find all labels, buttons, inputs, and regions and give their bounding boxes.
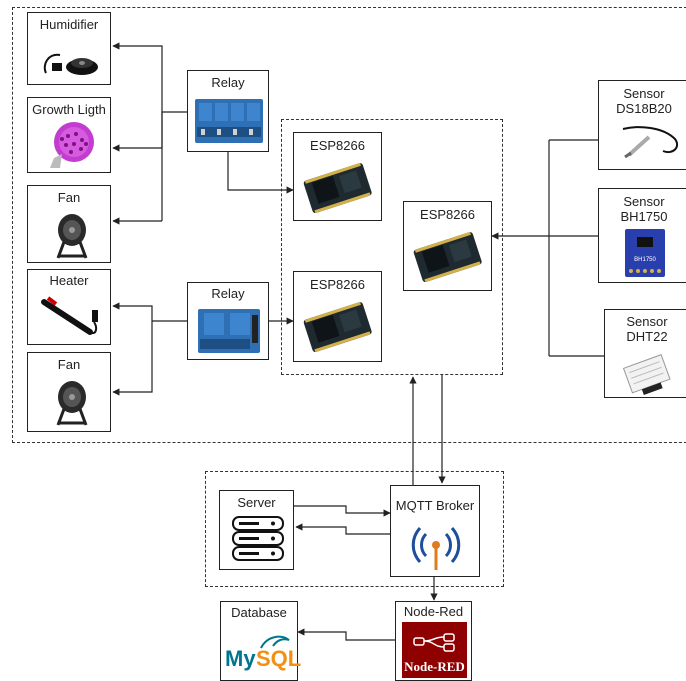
mysql-sql: SQL [256,646,302,671]
growth-light-label: Growth Ligth [32,102,106,117]
fan-bottom-box: Fan [27,352,111,432]
sensor-dht22-title: Sensor [626,314,668,329]
relay-bottom-label: Relay [211,286,245,301]
esp8266-board-icon [303,301,372,353]
growth-light-box: Growth Ligth [27,97,111,173]
arrow-nodered-to-database [297,628,395,641]
sensor-ds18b20-model: DS18B20 [616,101,672,116]
mysql-logo: My SQL [225,632,301,672]
mqtt-broker-label: MQTT Broker [395,498,475,513]
server-label: Server [237,495,276,510]
fan-icon [56,381,88,426]
esp-cluster-group [281,119,503,375]
dolphin-icon [260,635,290,649]
mqtt-broker-box: MQTT Broker [390,485,480,577]
mqtt-broadcast-icon [411,526,461,570]
server-icon [232,516,284,561]
nodered-logo: Node-RED [402,622,467,678]
light-sensor-board-icon: BH1750 [625,229,665,277]
backend-group [205,471,504,587]
relay-module-4ch-icon [195,99,263,143]
relay-top-bus [161,111,187,221]
relay-module-2ch-icon [198,309,260,353]
nodered-flow-icon [413,633,455,652]
esp8266-top-box: ESP8266 [293,132,382,221]
humidifier-box: Humidifier [27,12,111,85]
database-label: Database [231,605,287,620]
grow-light-icon [50,122,94,168]
nodered-logo-text: Node-RED [404,659,465,674]
mysql-my: My [225,646,256,671]
esp8266-right-box: ESP8266 [403,201,492,291]
sensor-ds18b20-title: Sensor [623,86,665,101]
esp8266-bottom-label: ESP8266 [310,277,365,292]
esp8266-board-icon [413,231,482,283]
dht22-sensor-icon [622,354,671,396]
arrow-to-growth-light [112,112,163,152]
sensor-ds18b20-box: Sensor DS18B20 [598,80,686,170]
esp8266-bottom-box: ESP8266 [293,271,382,362]
heater-label: Heater [49,273,89,288]
sensor-bh1750-title: Sensor [623,194,665,209]
heater-box: Heater [27,269,111,345]
sensor-dht22-model: DHT22 [626,329,668,344]
esp8266-top-label: ESP8266 [310,138,365,153]
arrow-to-heater [112,302,153,321]
temperature-probe-icon [622,126,679,159]
nodered-box: Node-Red Node-RED [395,601,472,681]
humidifier-icon [43,53,98,75]
fan-icon [56,214,88,259]
sensor-bh1750-box: Sensor BH1750 BH1750 [598,188,686,283]
fan-bottom-label: Fan [57,357,81,372]
fan-top-box: Fan [27,185,111,263]
sensor-dht22-box: Sensor DHT22 [604,309,686,398]
arrow-to-humidifier [112,42,163,112]
arrow-mqtt-to-server [295,523,390,535]
database-box: Database My SQL [220,601,301,681]
esp8266-right-label: ESP8266 [420,207,475,222]
relay-top-box: Relay [187,70,269,152]
relay-top-label: Relay [211,75,245,90]
nodered-label: Node-Red [403,604,464,619]
sensor-bh1750-model: BH1750 [620,209,668,224]
arrow-server-to-mqtt [294,505,391,517]
humidifier-label: Humidifier [39,17,99,32]
field-system-group [12,7,686,443]
esp8266-board-icon [303,162,372,214]
bh1750-chip-text: BH1750 [634,257,656,263]
heater-icon [41,296,98,335]
arrow-relay-to-esp-top [227,151,294,194]
server-box: Server [219,490,294,570]
relay-bottom-box: Relay [187,282,269,360]
arrow-to-fan-bottom [112,321,153,396]
fan-top-label: Fan [57,190,81,205]
